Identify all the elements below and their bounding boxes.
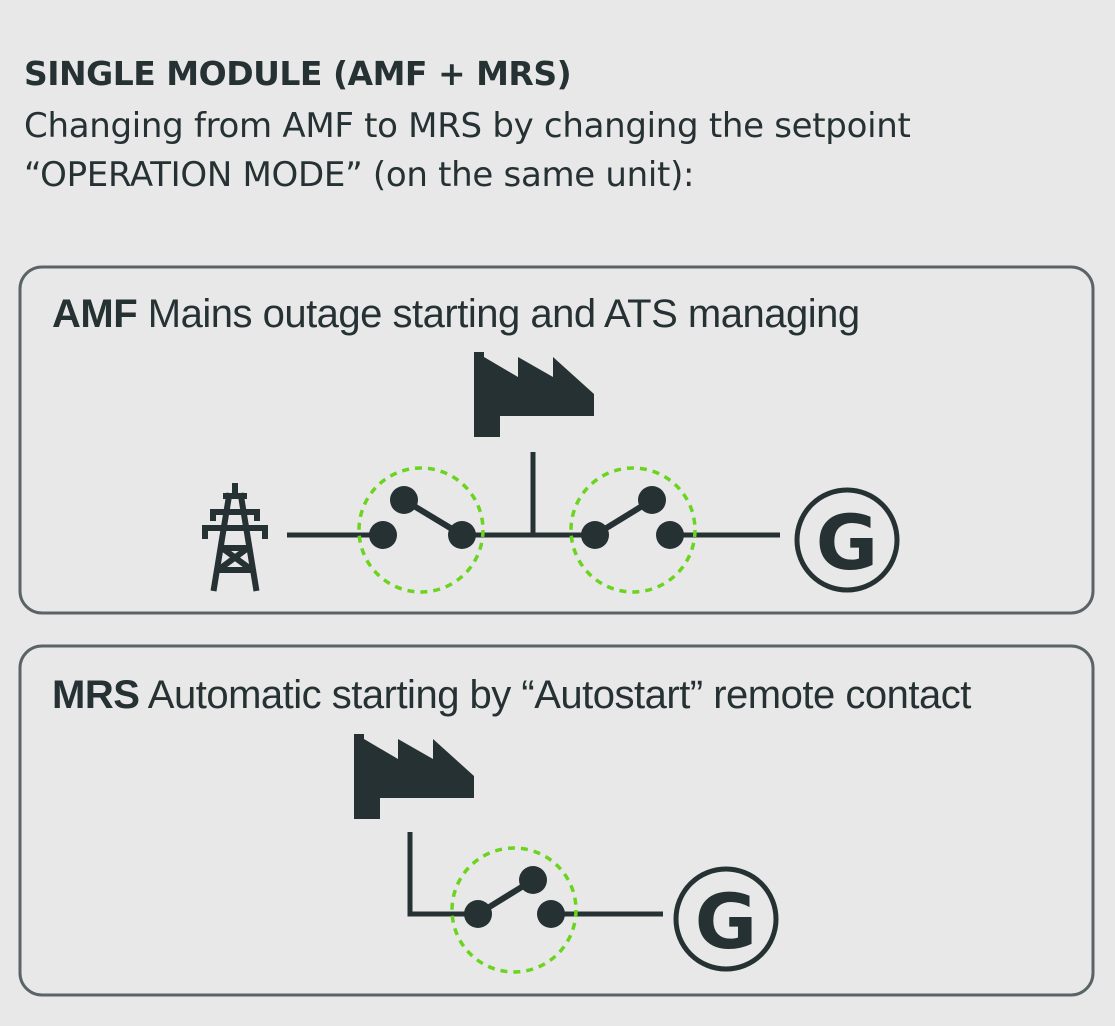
mrs-mode-description: Automatic starting by “Autostart” remote…	[147, 673, 972, 717]
amf-generator-symbol: G	[816, 498, 878, 587]
mrs-generator-switch-icon	[450, 846, 578, 974]
amf-mode-description: Mains outage starting and ATS managing	[147, 292, 860, 336]
amf-generator-switch-icon	[569, 466, 697, 594]
mrs-generator-icon: G	[673, 866, 779, 972]
amf-busbar	[287, 452, 780, 538]
mrs-generator-symbol: G	[695, 877, 757, 966]
amf-panel	[18, 265, 1095, 615]
mrs-mode-code: MRS	[52, 673, 140, 717]
mrs-factory-icon	[354, 734, 474, 819]
mrs-busbar	[407, 832, 663, 917]
mrs-mode-label: MRS Automatic starting by “Autostart” re…	[52, 673, 971, 718]
page-description: Changing from AMF to MRS by changing the…	[24, 106, 911, 195]
amf-mode-code: AMF	[52, 292, 138, 336]
amf-mode-label: AMF Mains outage starting and ATS managi…	[52, 292, 860, 337]
mrs-panel	[18, 644, 1095, 997]
amf-mains-switch-icon	[357, 466, 485, 594]
amf-generator-icon: G	[794, 487, 900, 593]
amf-factory-icon	[474, 352, 594, 437]
page-title: SINGLE MODULE (AMF + MRS)	[24, 54, 572, 93]
power-pylon-icon	[202, 483, 268, 592]
